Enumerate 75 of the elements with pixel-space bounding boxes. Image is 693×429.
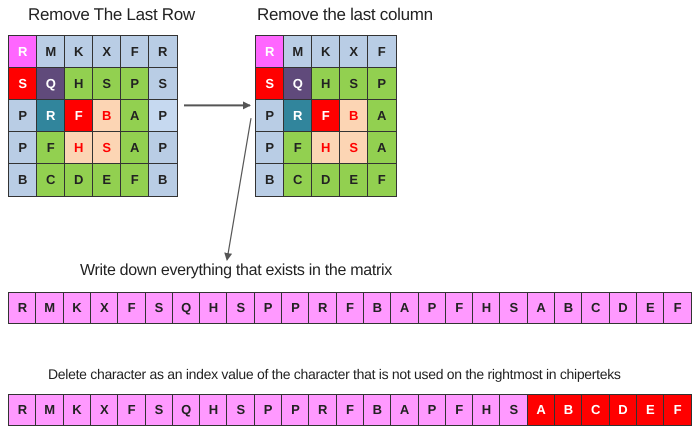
letter-cell: A xyxy=(526,394,556,426)
letter-cell: Q xyxy=(172,394,201,426)
letter-cell: H xyxy=(199,394,228,426)
letter-cell: S xyxy=(148,67,178,100)
letter-cell: R xyxy=(8,394,37,426)
letter-cell: F xyxy=(367,163,396,196)
letter-cell: D xyxy=(64,163,94,196)
arrow xyxy=(184,101,251,110)
letter-cell: E xyxy=(636,394,665,426)
letter-cell: A xyxy=(526,292,556,324)
letter-cell: F xyxy=(336,394,364,426)
letter-cell: F xyxy=(444,292,474,324)
letter-cell: A xyxy=(390,292,419,324)
letter-cell: D xyxy=(608,292,638,324)
letter-cell: P xyxy=(148,99,178,132)
letter-cell: C xyxy=(581,292,610,324)
arrow xyxy=(224,118,252,261)
letter-cell: C xyxy=(36,163,66,196)
letter-cell: F xyxy=(336,292,364,324)
letter-cell: R xyxy=(308,292,338,324)
heading: Remove the last column xyxy=(257,5,433,25)
letter-cell: F xyxy=(663,292,692,324)
letter-cell: R xyxy=(8,292,37,324)
letter-cell: A xyxy=(367,99,396,132)
heading: Write down everything that exists in the matrix xyxy=(80,262,392,280)
letter-cell: E xyxy=(92,163,122,196)
letter-cell: S xyxy=(499,292,528,324)
letter-cell: F xyxy=(367,35,396,68)
letter-cell: C xyxy=(283,163,312,196)
letter-cell: P xyxy=(148,131,178,164)
letter-cell: A xyxy=(390,394,419,426)
letter-cell: F xyxy=(120,163,150,196)
letter-cell: P xyxy=(254,292,282,324)
letter-cell: B xyxy=(148,163,178,196)
letter-cell: P xyxy=(367,67,396,100)
letter-cell: P xyxy=(418,292,446,324)
letter-cell: D xyxy=(311,163,340,196)
letter-cell: Q xyxy=(172,292,201,324)
letter-cell: A xyxy=(367,131,396,164)
letter-cell: P xyxy=(254,394,282,426)
letter-cell: K xyxy=(62,292,92,324)
letter-cell: X xyxy=(90,292,119,324)
letter-cell: F xyxy=(444,394,474,426)
letter-cell: E xyxy=(636,292,665,324)
letter-cell: H xyxy=(472,394,501,426)
letter-cell: P xyxy=(281,292,310,324)
letter-cell: S xyxy=(144,394,174,426)
letter-cell: C xyxy=(581,394,610,426)
letter-cell: R xyxy=(308,394,338,426)
letter-cell: S xyxy=(226,292,256,324)
letter-cell: K xyxy=(62,394,92,426)
heading: Delete character as an index value of the character that is not used on the rightmost in chiperteks xyxy=(48,366,621,382)
letter-cell: F xyxy=(117,292,146,324)
letter-cell: E xyxy=(339,163,368,196)
letter-cell: B xyxy=(8,163,38,196)
heading: Remove The Last Row xyxy=(28,5,195,25)
letter-cell: B xyxy=(362,292,392,324)
letter-cell: R xyxy=(148,35,178,68)
letter-cell: M xyxy=(35,394,64,426)
letter-cell: B xyxy=(255,163,284,196)
letter-cell: S xyxy=(499,394,528,426)
letter-cell: B xyxy=(554,394,583,426)
letter-cell: S xyxy=(226,394,256,426)
letter-cell: F xyxy=(663,394,692,426)
letter-cell: S xyxy=(144,292,174,324)
letter-cell: H xyxy=(472,292,501,324)
letter-cell: P xyxy=(281,394,310,426)
letter-cell: B xyxy=(362,394,392,426)
letter-cell: H xyxy=(199,292,228,324)
letter-cell: M xyxy=(35,292,64,324)
letter-cell: B xyxy=(554,292,583,324)
letter-cell: F xyxy=(117,394,146,426)
letter-cell: P xyxy=(418,394,446,426)
letter-cell: D xyxy=(608,394,638,426)
letter-cell: X xyxy=(90,394,119,426)
